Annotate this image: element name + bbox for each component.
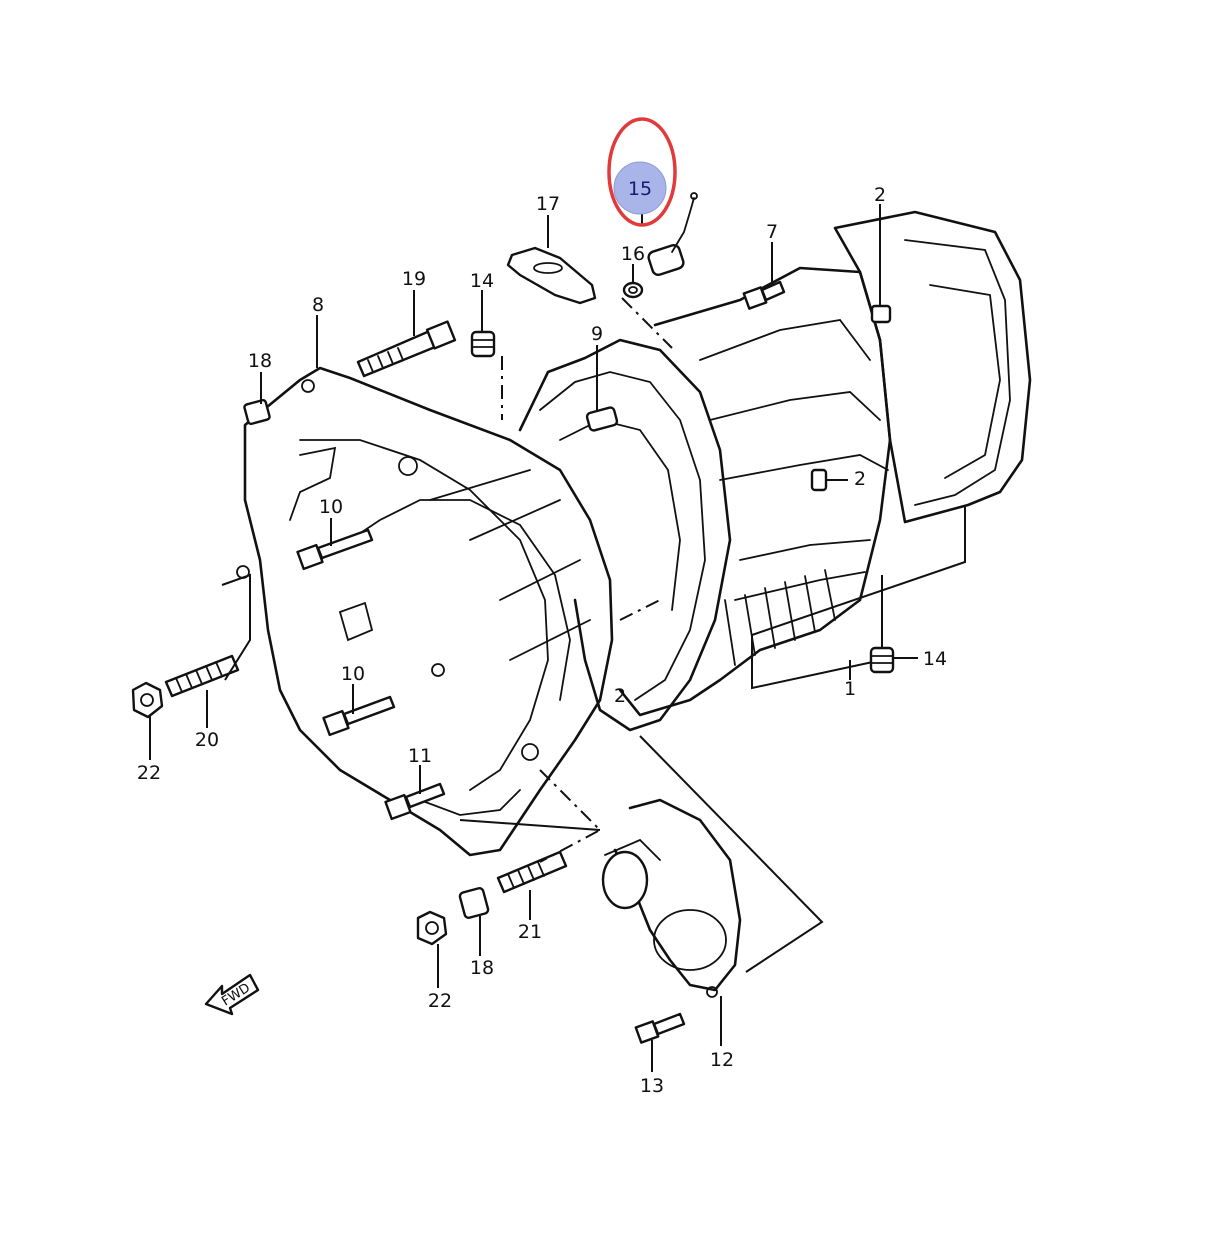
- callout-8: 8: [312, 294, 324, 316]
- plug-part-14-lower: [869, 646, 895, 674]
- bolt-part-7: [742, 280, 786, 310]
- callout-14-lower: 14: [923, 648, 947, 670]
- bolt-part-10-upper: [296, 528, 374, 571]
- callout-10-upper: 10: [319, 496, 343, 518]
- callout-22-bottom: 22: [428, 990, 452, 1012]
- part-15-highlight: 15: [607, 117, 677, 227]
- leader-lines: [149, 200, 918, 1072]
- sensor-part-15: [647, 192, 698, 276]
- forward-direction-arrow: FWD: [204, 973, 260, 1016]
- plug-part-14-upper: [470, 330, 496, 358]
- callout-10-lower: 10: [341, 663, 365, 685]
- nut-part-22-bottom: [416, 910, 448, 946]
- callout-2-top: 2: [874, 184, 886, 206]
- callout-22-left: 22: [137, 762, 161, 784]
- dowel-part-2-upper: [870, 304, 892, 324]
- stud-part-20: [164, 654, 240, 698]
- bolt-part-11: [384, 782, 446, 821]
- transmission-case-body: [518, 210, 1032, 732]
- callout-16: 16: [621, 243, 645, 265]
- callout-21: 21: [518, 921, 542, 943]
- callout-2-bottom: 2: [614, 685, 626, 707]
- highlight-ring: [607, 117, 677, 227]
- callout-15: 15: [628, 178, 652, 200]
- callout-1: 1: [844, 678, 856, 700]
- callout-13: 13: [640, 1075, 664, 1097]
- dowel-part-2-middle: [810, 468, 828, 492]
- cover-part-12: [601, 798, 742, 998]
- callout-labels: 1 2 2 2 7 8 9 10 10 11 12 13 14 14 16 17…: [137, 184, 947, 1097]
- bolt-part-19: [356, 320, 457, 378]
- clutch-housing: [236, 366, 614, 857]
- callout-20: 20: [195, 729, 219, 751]
- callout-18-lower: 18: [470, 957, 494, 979]
- callout-17: 17: [536, 193, 560, 215]
- dowel-part-18-lower: [458, 887, 490, 919]
- callout-15-marker[interactable]: [613, 161, 667, 215]
- callout-12: 12: [710, 1049, 734, 1071]
- callout-2-middle: 2: [854, 468, 866, 490]
- callout-14-upper: 14: [470, 270, 494, 292]
- washer-part-16: [622, 281, 644, 299]
- pin-part-9: [585, 406, 619, 432]
- bolt-part-13: [634, 1012, 686, 1044]
- callout-19: 19: [402, 268, 426, 290]
- callout-9: 9: [591, 323, 603, 345]
- stud-part-21: [496, 850, 568, 894]
- plate-part-17: [506, 246, 597, 305]
- callout-18-upper: 18: [248, 350, 272, 372]
- bolt-part-10-lower: [322, 695, 396, 737]
- nut-part-22-left: [131, 681, 164, 719]
- dowel-part-18-upper: [243, 398, 271, 426]
- callout-11: 11: [408, 745, 432, 767]
- callout-7: 7: [766, 221, 778, 243]
